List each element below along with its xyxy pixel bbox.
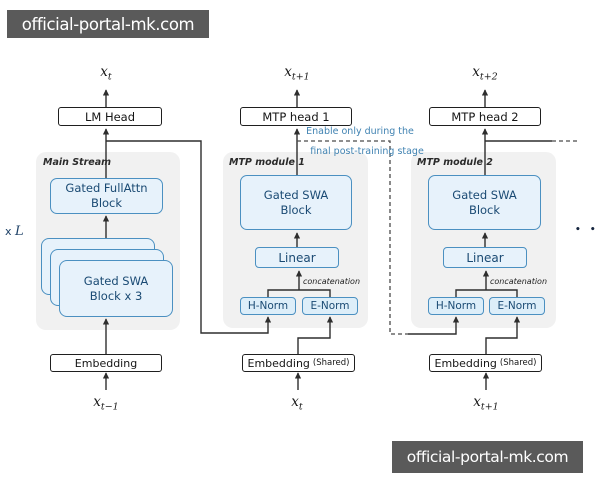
main-stream-label: Main Stream xyxy=(43,157,112,168)
continuation-ellipsis: • • • xyxy=(575,225,600,235)
enable-annotation-line1: Enable only during the xyxy=(306,126,414,137)
watermark-bottom-right: official-portal-mk.com xyxy=(392,441,583,473)
output-label-xt1: xt+1 xyxy=(284,64,310,83)
output-label-xt2: xt+2 xyxy=(472,64,498,83)
gated-swa-stack-front: Gated SWA Block x 3 xyxy=(59,260,173,317)
h-norm-box-module2: H-Norm xyxy=(428,297,484,315)
e-norm-box-module2: E-Norm xyxy=(489,297,545,315)
input-label-xt: xt xyxy=(291,394,303,413)
lm-head-box: LM Head xyxy=(58,107,162,126)
embedding-box-main: Embedding xyxy=(50,354,162,372)
repeat-times-l-label: x L xyxy=(5,224,24,239)
mtp-head-1-box: MTP head 1 xyxy=(240,107,352,126)
concatenation-label-module1: concatenation xyxy=(303,277,361,286)
linear-box-module1: Linear xyxy=(255,247,339,268)
gated-swa-block-module1: Gated SWA Block xyxy=(240,175,352,230)
mtp-module-2-label: MTP module 2 xyxy=(417,157,493,168)
mtp-head-2-box: MTP head 2 xyxy=(429,107,541,126)
output-label-xt: xt xyxy=(100,64,112,83)
watermark-top-left: official-portal-mk.com xyxy=(7,10,209,38)
input-label-xt-1: xt−1 xyxy=(93,394,119,413)
linear-box-module2: Linear xyxy=(443,247,527,268)
input-label-xt1b: xt+1 xyxy=(473,394,499,413)
dashed-connectors xyxy=(297,140,578,335)
concatenation-label-module2: concatenation xyxy=(490,277,548,286)
embedding-shared-box-module1: Embedding (Shared) xyxy=(242,354,355,372)
embedding-shared-box-module2: Embedding (Shared) xyxy=(429,354,542,372)
enable-annotation-line2: final post-training stage xyxy=(310,146,424,157)
gated-fullattn-block: Gated FullAttn Block xyxy=(50,178,163,214)
h-norm-box-module1: H-Norm xyxy=(240,297,296,315)
e-norm-box-module1: E-Norm xyxy=(302,297,358,315)
gated-swa-block-module2: Gated SWA Block xyxy=(428,175,541,230)
mtp-module-1-label: MTP module 1 xyxy=(229,157,305,168)
